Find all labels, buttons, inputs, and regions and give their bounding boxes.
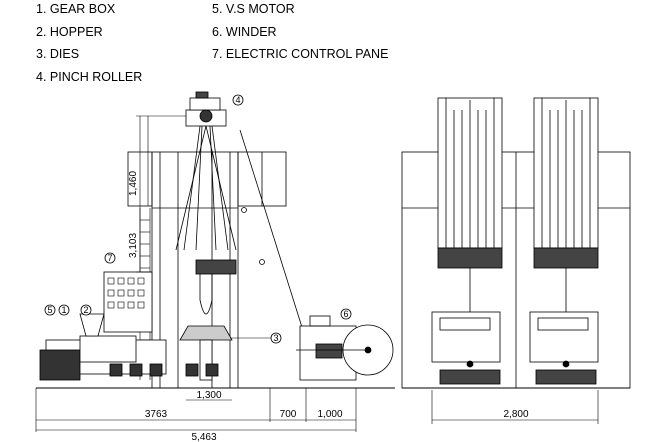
dimension-2800: 2,800 [503,409,528,420]
front-dimension [431,390,599,424]
dimension-3763: 3763 [145,409,168,420]
legend-item-gear-box: 1. GEAR BOX [36,2,116,16]
legend-item-pinch-roller: 4. PINCH ROLLER [36,69,143,84]
vertical-dimensions [136,115,186,273]
callout-5-circle [44,304,56,316]
callout-3-label: 3 [273,333,278,343]
front-tower-left [431,97,503,385]
callout-2-circle [80,304,92,316]
winder-assembly [296,315,394,381]
dimension-1300: 1,300 [196,390,221,401]
callout-2-label: 2 [83,305,88,315]
extruder-assembly [39,313,219,381]
callout-4-circle [232,94,244,106]
callout-1-label: 1 [61,305,66,315]
dimension-700: 700 [280,409,297,420]
legend-item-winder: 6. WINDER [212,24,277,39]
callout-4-label: 4 [235,95,240,105]
film-path [239,129,307,341]
callout-markers [44,94,352,344]
callout-5-label: 5 [47,305,52,315]
legend-item-hopper: 2. HOPPER [36,24,103,39]
legend-item-vs-motor: 5. V.S MOTOR [212,2,295,16]
legend-left-column: 1. GEAR BOX 2. HOPPER 3. DIES 4. PINCH R… [36,2,142,92]
dimension-1460: 1,460 [128,171,139,196]
callout-7-circle [104,252,116,264]
callout-6-circle [340,308,352,320]
front-view [401,97,631,424]
dimension-3103: 3,103 [128,233,139,258]
legend-item-dies: 3. DIES [36,47,80,61]
callout-6-label: 6 [343,309,348,319]
dimension-5463: 5,463 [191,432,216,442]
legend-right-column: 5. V.S MOTOR 6. WINDER 7. ELECTRIC CONTR… [212,2,388,70]
horizontal-dimensions [35,388,357,432]
film-bubble [179,259,237,381]
side-view [35,91,395,432]
dimension-1000: 1,000 [317,409,342,420]
callout-7-label: 7 [107,253,112,263]
legend-item-control-panel: 7. ELECTRIC CONTROL PANE [212,47,389,61]
control-panel [103,271,153,333]
pinch-roller-assembly [175,91,237,251]
front-tower-right [529,97,599,385]
callout-1-circle [58,304,70,316]
